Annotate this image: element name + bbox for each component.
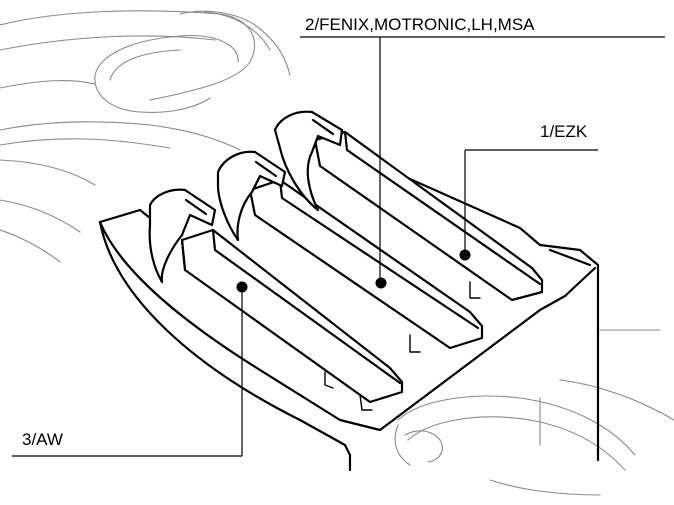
- background-engine-bay-lines: [0, 10, 674, 496]
- marker-dot-motronic: [375, 277, 387, 289]
- marker-dot-aw: [236, 281, 248, 293]
- control-unit-housing: [98, 148, 600, 472]
- control-unit-1-ezk: [273, 110, 544, 302]
- label-motronic: 2/FENIX,MOTRONIC,LH,MSA: [305, 15, 535, 34]
- label-aw: 3/AW: [22, 430, 63, 449]
- control-unit-2-motronic: [216, 150, 484, 353]
- leader-lines: [12, 36, 665, 457]
- label-ezk: 1/EZK: [540, 122, 588, 141]
- control-unit-3-aw: [148, 188, 404, 411]
- marker-dot-ezk: [459, 249, 471, 261]
